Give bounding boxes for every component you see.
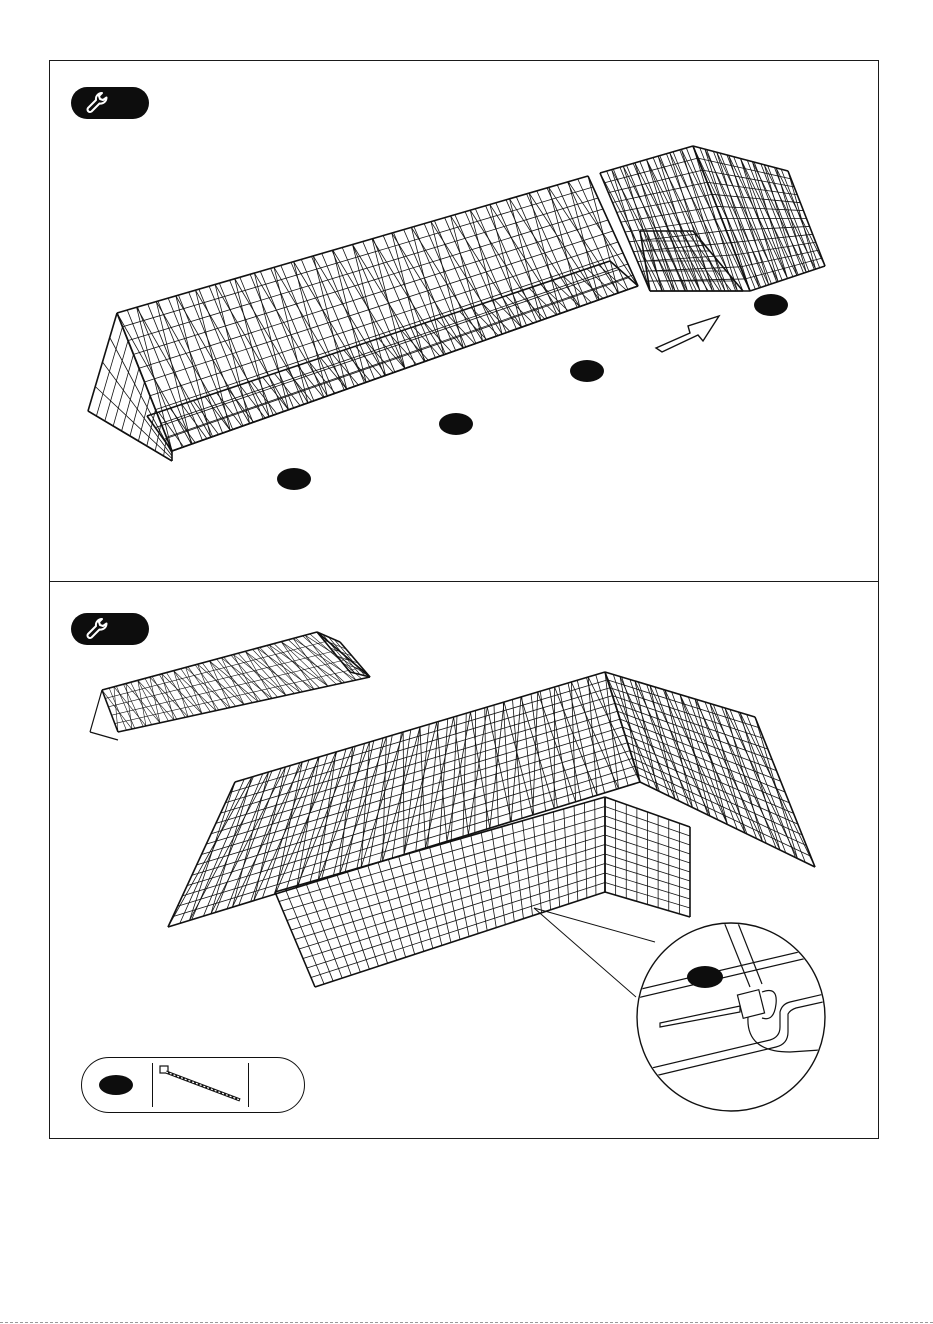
zip-tie-part-callout: [99, 1075, 133, 1095]
parts-list-box: [81, 1057, 305, 1113]
zip-tie-icon: [158, 1064, 246, 1106]
parts-divider: [152, 1063, 153, 1107]
direction-arrow-icon: [656, 316, 719, 352]
part-callout-2: [439, 413, 473, 435]
part-callout-3: [570, 360, 604, 382]
parts-divider: [248, 1063, 249, 1107]
step-2-panel: [49, 581, 879, 1139]
part-callout-1: [277, 468, 311, 490]
run-assembly-drawing: [50, 61, 880, 583]
overview-thumbnail: [90, 632, 370, 740]
part-callout-4: [754, 294, 788, 316]
page-bottom-rule: [0, 1322, 933, 1323]
zip-tie-detail: [620, 908, 850, 1111]
zip-tie-callout: [687, 966, 723, 988]
step-1-panel: [49, 60, 879, 582]
